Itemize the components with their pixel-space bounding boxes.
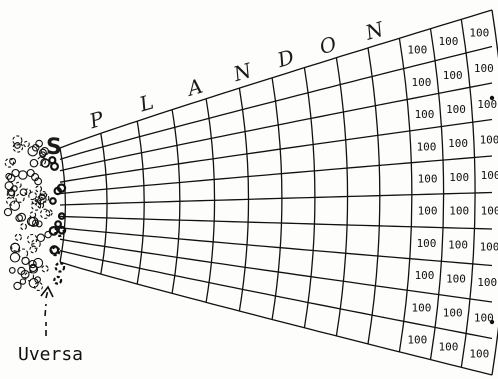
cell-value: 100 [407,334,427,347]
source-circle [37,234,44,241]
margin-dot-upper [490,96,494,100]
source-circle [14,282,21,289]
source-circle [55,188,61,194]
source-circle [56,263,64,271]
source-circle [50,227,58,235]
cell-value: 100 [411,301,431,314]
source-circle [30,246,37,253]
cell-value: 100 [438,35,458,48]
source-circle [13,136,22,145]
title-letter: D [274,45,297,73]
cell-value: 100 [480,133,498,146]
fan-ray [60,83,492,171]
cell-value: 100 [417,140,437,153]
source-circle [19,171,27,179]
source-circle [15,143,21,149]
source-circle [42,266,48,272]
source-circle [27,170,34,177]
source-circle [36,140,43,147]
fan-ray [60,193,492,206]
cell-value: 100 [448,239,468,252]
cell-value: 100 [443,69,463,82]
title-letter: P [86,106,107,133]
source-circle [24,141,29,146]
title-letter: N [362,16,388,45]
cell-value: 100 [407,44,427,57]
source-circle [21,224,27,230]
source-circle [28,235,37,244]
cell-value: 100 [417,237,437,250]
cell-value: 100 [415,108,435,121]
source-circle [20,279,25,284]
source-circle [15,234,21,240]
cell-value: 100 [418,173,438,186]
title-letter: O [317,31,339,59]
source-circle [4,209,11,216]
source-circle [5,159,13,167]
cell-value: 100 [481,169,498,182]
source-circle [36,186,42,192]
cell-value: 100 [477,98,497,111]
cell-value: 100 [474,62,494,75]
source-circle [22,257,29,264]
cell-value: 100 [411,76,431,89]
source-circle [10,253,19,262]
title-letter: N [230,58,256,87]
pointer-shaft [45,290,48,336]
source-circle [41,209,50,218]
title-letter: A [183,74,205,102]
cell-value: 100 [480,240,498,253]
cell-value: 100 [481,205,498,218]
source-circle [54,277,61,284]
title-letter: S [46,135,62,160]
cell-value: 100 [448,137,468,150]
cell-value: 100 [446,103,466,116]
source-circle [10,268,16,274]
title-letter: L [136,90,156,117]
cell-value: 100 [418,205,438,218]
source-circle [34,258,43,267]
uversa-pointer-arrow [41,287,53,336]
fan-ray [60,216,492,229]
cell-value: 100 [438,341,458,354]
margin-dot-lower [490,320,494,324]
uversa-label: Uversa [18,344,83,365]
cell-value: 100 [443,307,463,320]
cell-value: 100 [415,269,435,282]
source-circle [20,189,27,196]
splandon-title: SPLANDON [46,16,388,160]
cell-value: 100 [446,273,466,286]
cell-value: 100 [449,171,469,184]
source-circle [30,160,37,167]
source-circle [59,227,66,234]
cell-value: 100 [477,276,497,289]
source-circle [50,198,56,204]
source-circle [10,158,16,164]
source-circle [55,221,61,227]
cell-value: 100 [469,27,489,40]
cell-value: 100 [469,347,489,360]
cell-value: 100 [449,205,469,218]
source-circle [51,163,58,170]
